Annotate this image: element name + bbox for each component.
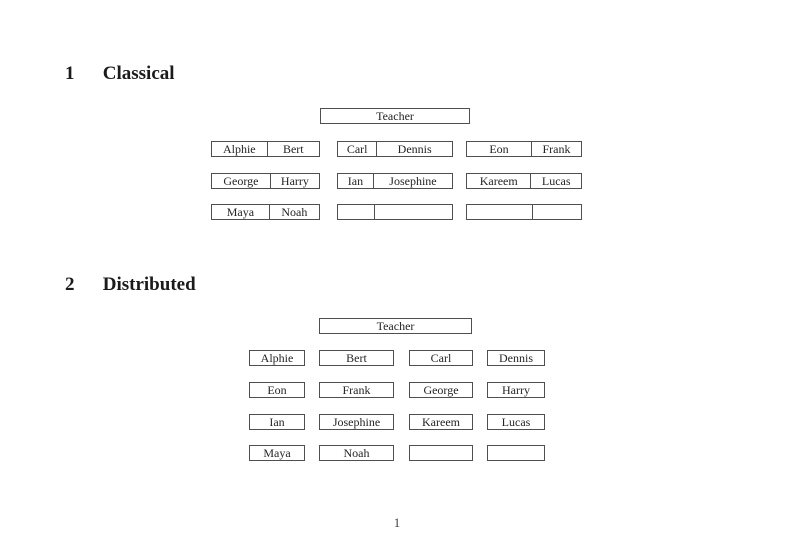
desk xyxy=(487,445,545,461)
desk: Ian xyxy=(249,414,305,430)
seat: George xyxy=(212,174,271,188)
teacher-box: Teacher xyxy=(320,108,470,124)
section-title: Classical xyxy=(102,63,175,84)
desk xyxy=(409,445,473,461)
desk: Noah xyxy=(319,445,394,461)
seat: Eon xyxy=(467,142,532,156)
desk: Harry xyxy=(487,382,545,398)
desk: Alphie Bert xyxy=(211,141,320,157)
desk: Maya Noah xyxy=(211,204,320,220)
seat: Harry xyxy=(280,174,309,188)
page-number: 1 xyxy=(393,516,401,530)
desk: Carl Dennis xyxy=(337,141,453,157)
teacher-label: Teacher xyxy=(376,109,414,123)
desk: Kareem xyxy=(409,414,473,430)
desk: Dennis xyxy=(487,350,545,366)
desk: Alphie xyxy=(249,350,305,366)
seat: Frank xyxy=(542,142,571,156)
seat: Carl xyxy=(338,142,378,156)
desk: Lucas xyxy=(487,414,545,430)
teacher-box: Teacher xyxy=(319,318,472,334)
seat: Maya xyxy=(212,205,270,219)
desk xyxy=(337,204,453,220)
seat: Kareem xyxy=(467,174,532,188)
section-heading-classical: 1 Classical xyxy=(65,63,175,85)
seat: Dennis xyxy=(397,142,432,156)
desk: George xyxy=(409,382,473,398)
seat: Lucas xyxy=(541,174,571,188)
teacher-label: Teacher xyxy=(376,319,415,333)
seat: Bert xyxy=(282,142,304,156)
desk: Ian Josephine xyxy=(337,173,453,189)
desk: Frank xyxy=(319,382,394,398)
seat: Noah xyxy=(281,205,308,219)
desk: Eon xyxy=(249,382,305,398)
desk: Josephine xyxy=(319,414,394,430)
desk: Eon Frank xyxy=(466,141,582,157)
section-title: Distributed xyxy=(102,274,196,295)
desk: George Harry xyxy=(211,173,320,189)
section-number: 1 xyxy=(65,63,75,84)
seat: Josephine xyxy=(389,174,437,188)
desk: Maya xyxy=(249,445,305,461)
desk: Carl xyxy=(409,350,473,366)
seat xyxy=(467,205,533,219)
section-heading-distributed: 2 Distributed xyxy=(65,274,196,296)
seat xyxy=(375,205,452,219)
section-number: 2 xyxy=(65,274,75,295)
seat: Ian xyxy=(338,174,374,188)
desk: Kareem Lucas xyxy=(466,173,582,189)
desk xyxy=(466,204,582,220)
desk: Bert xyxy=(319,350,394,366)
seat xyxy=(338,205,376,219)
seat: Alphie xyxy=(212,142,268,156)
seat xyxy=(533,205,581,219)
